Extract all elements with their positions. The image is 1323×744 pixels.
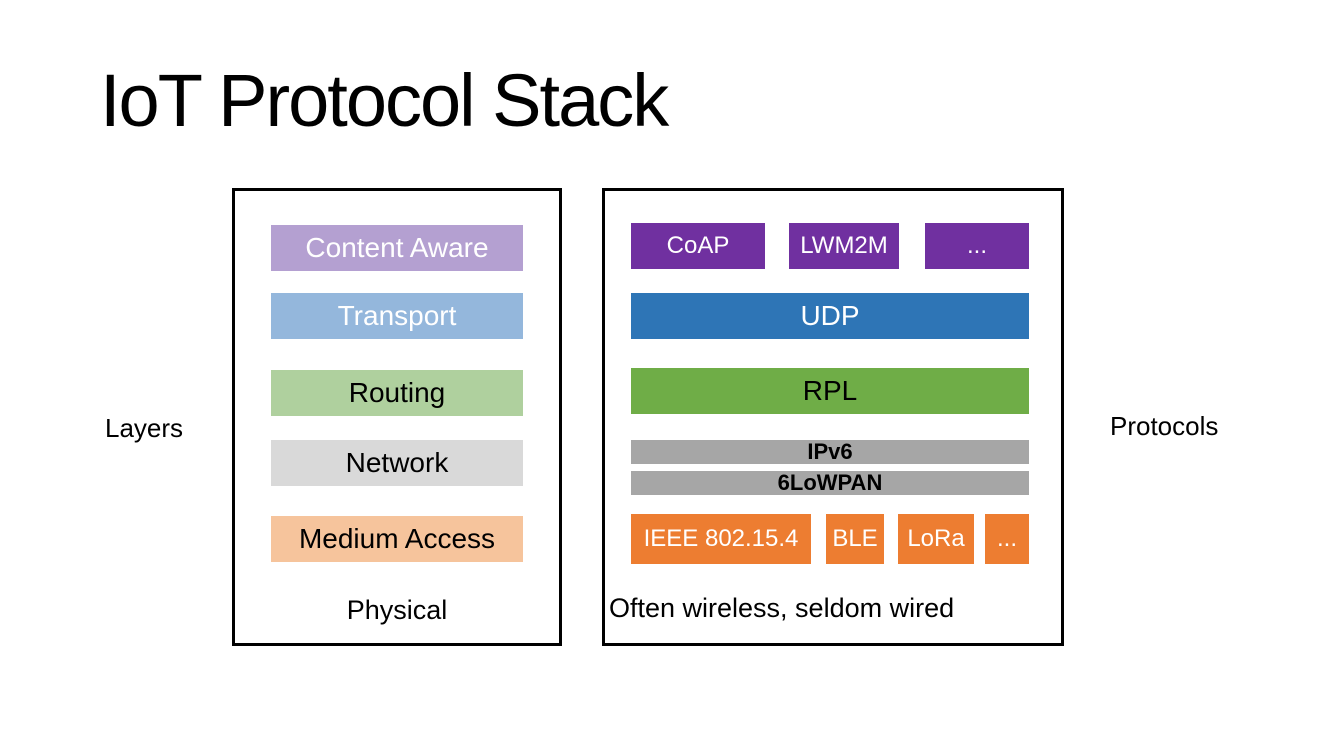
protocol-bar-application-ellipsis: ... xyxy=(925,223,1029,269)
protocol-bar-ipv6: IPv6 xyxy=(631,439,1029,464)
layer-bar-routing: Routing xyxy=(271,370,523,416)
layers-box: Content Aware Transport Routing Network … xyxy=(232,188,562,646)
layer-bar-transport: Transport xyxy=(271,293,523,339)
protocol-bar-physical-ellipsis: ... xyxy=(985,514,1029,564)
protocol-bar-6lowpan: 6LoWPAN xyxy=(631,470,1029,495)
layers-side-label: Layers xyxy=(105,413,184,443)
protocol-bar-lora: LoRa xyxy=(898,514,974,564)
layer-label-physical: Physical xyxy=(346,595,448,625)
protocol-bar-ble: BLE xyxy=(826,514,884,564)
protocol-bar-coap: CoAP xyxy=(631,223,765,269)
protocol-bar-ieee-802-15-4: IEEE 802.15.4 xyxy=(631,514,811,564)
layer-bar-medium-access: Medium Access xyxy=(271,516,523,562)
page-title: IoT Protocol Stack xyxy=(100,59,669,142)
protocol-bar-rpl: RPL xyxy=(631,368,1029,414)
protocols-side-label: Protocols xyxy=(1110,411,1219,441)
layer-bar-network: Network xyxy=(271,440,523,486)
protocols-box: CoAP LWM2M ... UDP RPL IPv6 6LoWPAN IEEE… xyxy=(602,188,1064,646)
wired-note-label: Often wireless, seldom wired xyxy=(609,593,955,623)
protocol-bar-udp: UDP xyxy=(631,293,1029,339)
layer-bar-content-aware: Content Aware xyxy=(271,225,523,271)
protocol-bar-lwm2m: LWM2M xyxy=(789,223,899,269)
